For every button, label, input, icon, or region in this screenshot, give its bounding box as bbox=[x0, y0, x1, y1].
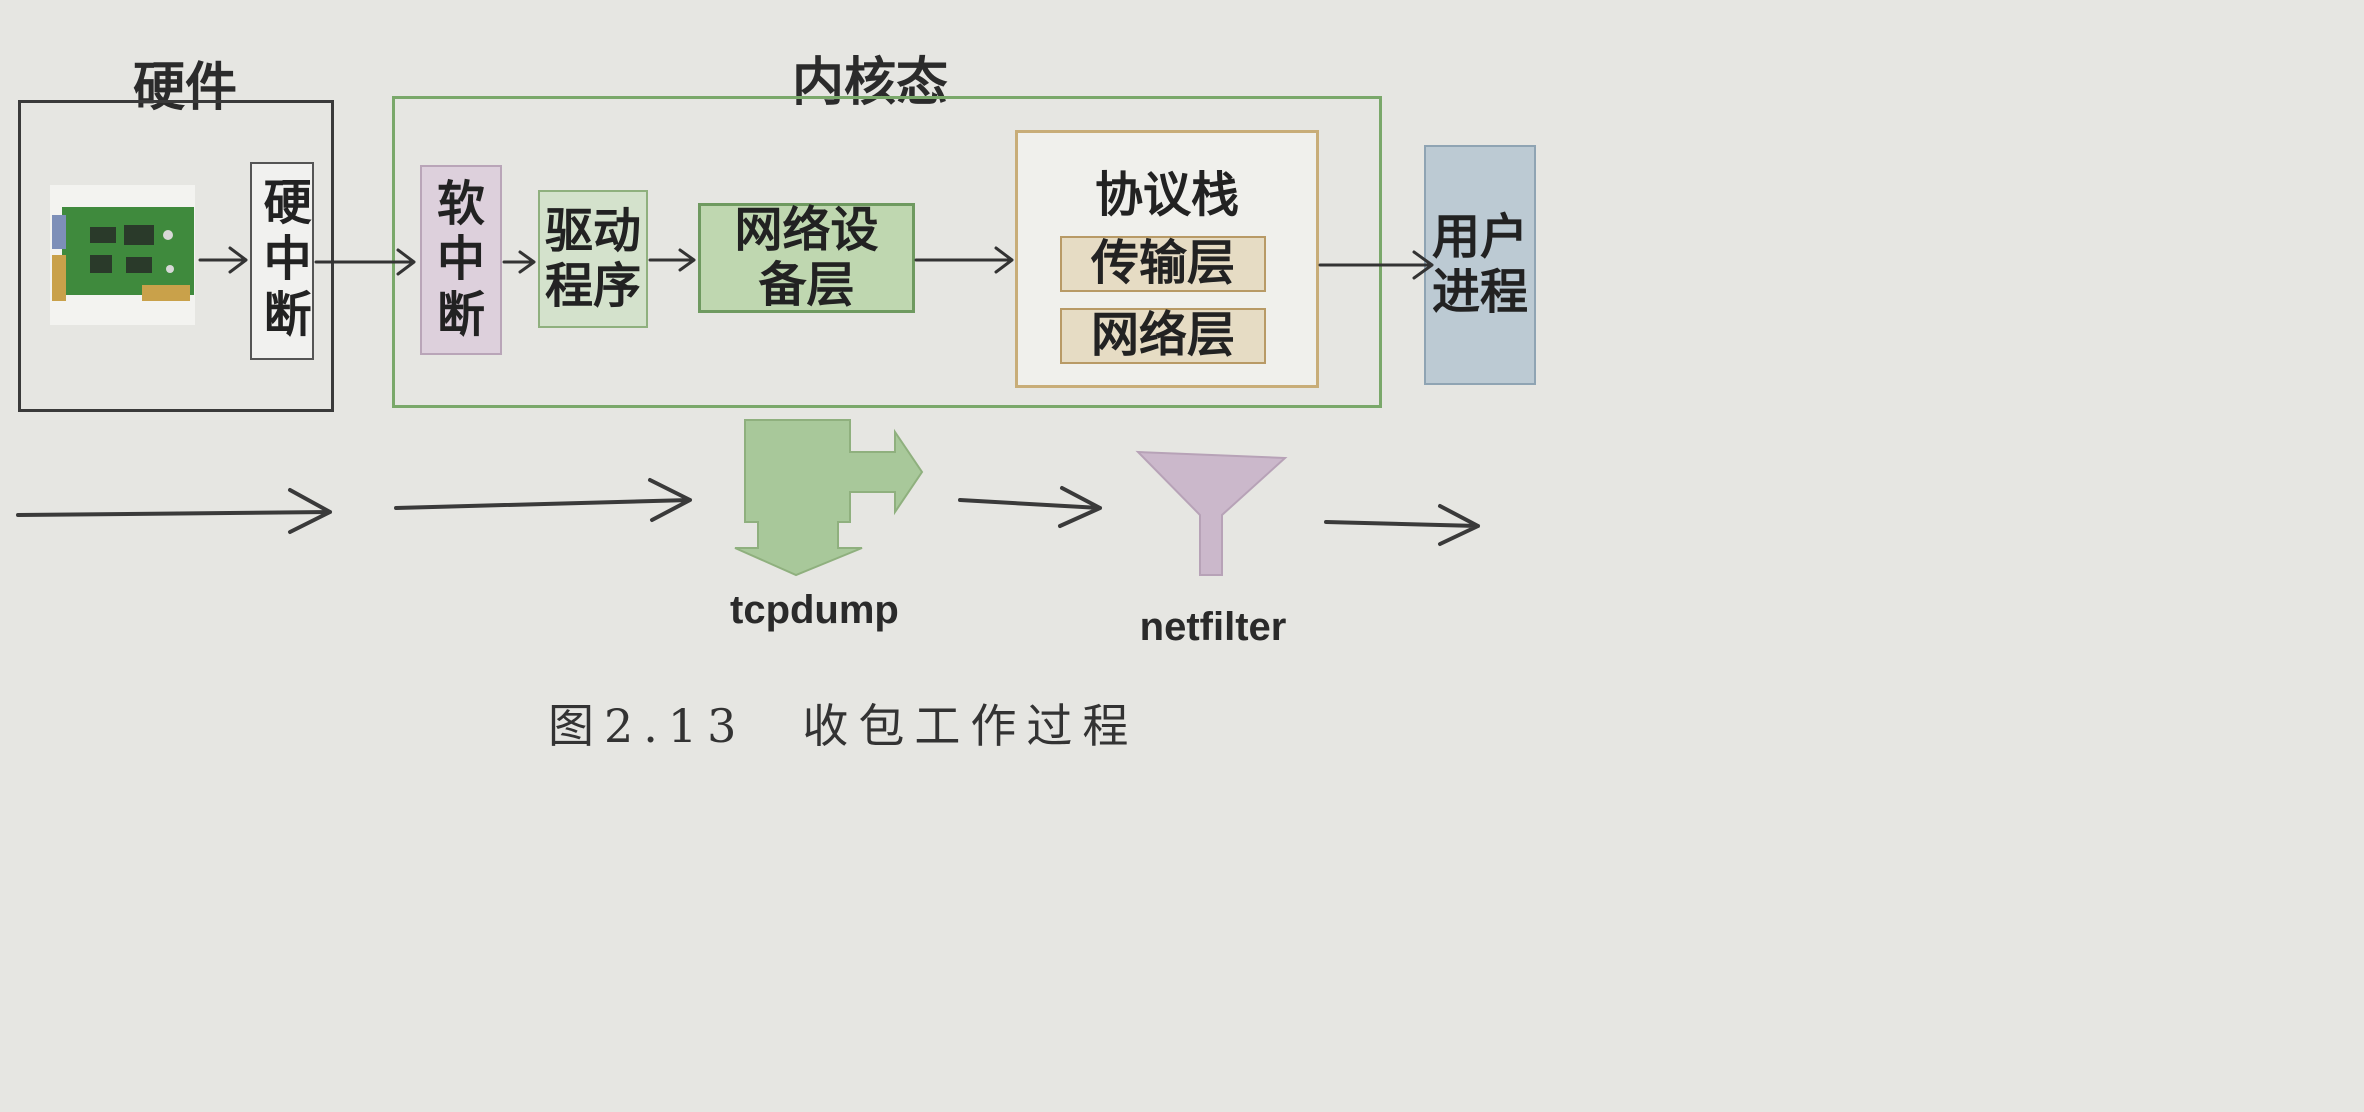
tcpdump-tee-icon bbox=[734, 419, 924, 577]
network-card-icon bbox=[52, 207, 194, 301]
protocol-stack-title: 协议栈 bbox=[1094, 167, 1239, 224]
driver-block: 驱动程序 bbox=[538, 190, 648, 328]
bottom-arrow-3 bbox=[958, 486, 1102, 528]
net-device-layer-block: 网络设备层 bbox=[698, 201, 915, 313]
hard-interrupt-label: 硬中断 bbox=[254, 177, 311, 345]
kernel-title: 内核态 bbox=[791, 53, 948, 113]
network-card-image bbox=[50, 185, 195, 325]
arrow-stack-to-user bbox=[1318, 250, 1434, 280]
netfilter-label: netfilter bbox=[1139, 605, 1287, 649]
driver-label: 驱动程序 bbox=[545, 202, 642, 314]
transport-layer-label: 传输层 bbox=[1090, 235, 1235, 292]
bottom-arrow-2 bbox=[394, 478, 692, 522]
figure-caption: 图2.13 收包工作过程 bbox=[548, 699, 1139, 753]
soft-interrupt-label: 软中断 bbox=[436, 176, 485, 343]
bottom-arrow-1 bbox=[16, 488, 332, 534]
arrow-hardirq-to-softirq bbox=[314, 248, 416, 276]
user-process-block: 用户进程 bbox=[1424, 145, 1536, 385]
user-process-label: 用户进程 bbox=[1432, 208, 1529, 320]
network-layer-label: 网络层 bbox=[1090, 307, 1235, 364]
arrow-netdev-to-stack bbox=[914, 246, 1014, 274]
hardware-title: 硬件 bbox=[132, 58, 237, 118]
netfilter-funnel-icon bbox=[1135, 450, 1288, 576]
arrow-driver-to-netdev bbox=[648, 248, 696, 272]
bottom-arrow-4 bbox=[1324, 504, 1480, 546]
arrow-softirq-to-driver bbox=[502, 250, 536, 274]
network-layer-block: 网络层 bbox=[1060, 308, 1266, 364]
hard-interrupt-block: 硬中断 bbox=[250, 162, 314, 360]
tcpdump-label: tcpdump bbox=[730, 588, 899, 632]
kernel-box bbox=[392, 96, 1382, 408]
hardware-box bbox=[18, 100, 334, 412]
net-device-layer-label: 网络设备层 bbox=[734, 201, 879, 313]
arrow-nic-to-hardirq bbox=[198, 246, 248, 274]
transport-layer-block: 传输层 bbox=[1060, 236, 1266, 292]
soft-interrupt-block: 软中断 bbox=[420, 165, 502, 355]
